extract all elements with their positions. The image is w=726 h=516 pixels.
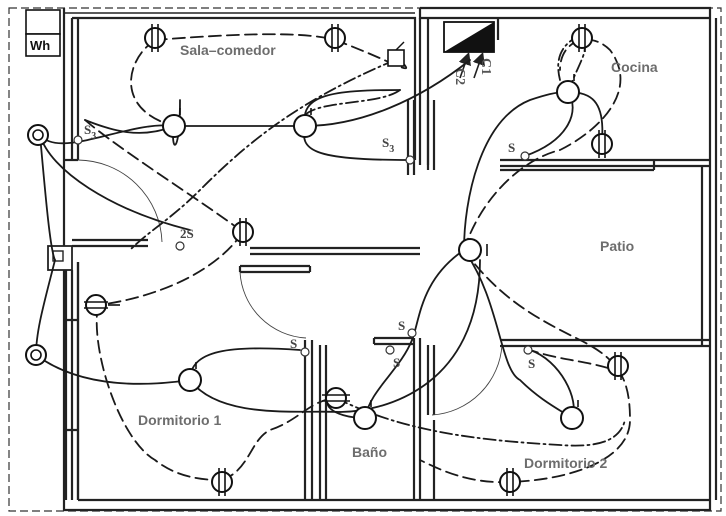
dorm1-switch-label: S <box>290 336 297 351</box>
outlet-sala-1 <box>144 24 166 52</box>
meter-box: Wh <box>25 9 61 57</box>
switch-2s <box>175 241 185 251</box>
bano-top-switch-label: S <box>398 318 405 333</box>
light-bano <box>353 400 377 430</box>
switch-labels: S3 S3 2S S S S S S <box>84 122 535 371</box>
outlet-dorm1-left <box>84 294 120 316</box>
light-dorm1 <box>178 362 202 392</box>
outlet-cocina-2 <box>591 130 613 158</box>
bano-mid-switch-label: S <box>393 355 400 370</box>
light-cocina <box>556 74 580 104</box>
outlet-cocina-1 <box>571 24 593 52</box>
outlet-sala-3 <box>232 218 254 246</box>
s3-left-label: S3 <box>84 122 96 142</box>
circuit-c1-label: C1 <box>478 58 493 75</box>
door-swings <box>77 159 503 416</box>
light-patio <box>458 238 488 262</box>
room-cocina: Cocina <box>611 59 658 75</box>
room-bano: Baño <box>352 444 387 460</box>
walls <box>47 6 718 512</box>
switch-s3-right <box>405 155 415 165</box>
switch-dorm2 <box>523 345 533 355</box>
circuit-c2-label: C2 <box>452 68 467 85</box>
two-s-label: 2S <box>180 226 194 241</box>
switch-bano-top <box>407 328 417 338</box>
switch-cocina <box>520 151 530 161</box>
junction-box <box>387 49 405 67</box>
outlet-bano <box>322 387 350 409</box>
wall-light-left-top <box>27 124 49 146</box>
outlet-dorm2-right <box>607 352 629 380</box>
dorm2-switch-label: S <box>528 356 535 371</box>
room-sala: Sala–comedor <box>180 42 276 58</box>
switch-bano-mid <box>385 345 395 355</box>
room-dorm1: Dormitorio 1 <box>138 412 221 428</box>
outlet-dorm2-bottom <box>499 468 521 496</box>
light-sala-right <box>293 108 317 138</box>
property-boundary <box>8 7 722 512</box>
room-dorm2: Dormitorio 2 <box>524 455 607 471</box>
outlet-sala-2 <box>324 24 346 52</box>
light-sala-left <box>162 108 186 138</box>
switch-s3-left <box>73 135 83 145</box>
outlet-dorm1-bottom <box>211 468 233 496</box>
cocina-switch-label: S <box>508 140 515 155</box>
ceiling-lights <box>25 74 584 430</box>
wall-light-left-bottom <box>25 344 47 366</box>
room-patio: Patio <box>600 238 634 254</box>
s3-right-label: S3 <box>382 135 394 155</box>
meter-label: Wh <box>30 38 50 53</box>
switch-dorm1 <box>300 347 310 357</box>
outlets <box>84 24 629 496</box>
distribution-board: C1 C2 <box>443 21 495 85</box>
switches <box>73 135 533 357</box>
light-dorm2 <box>560 400 584 430</box>
wiring <box>35 33 631 484</box>
room-labels: Sala–comedor Cocina Patio Dormitorio 1 B… <box>138 42 658 471</box>
